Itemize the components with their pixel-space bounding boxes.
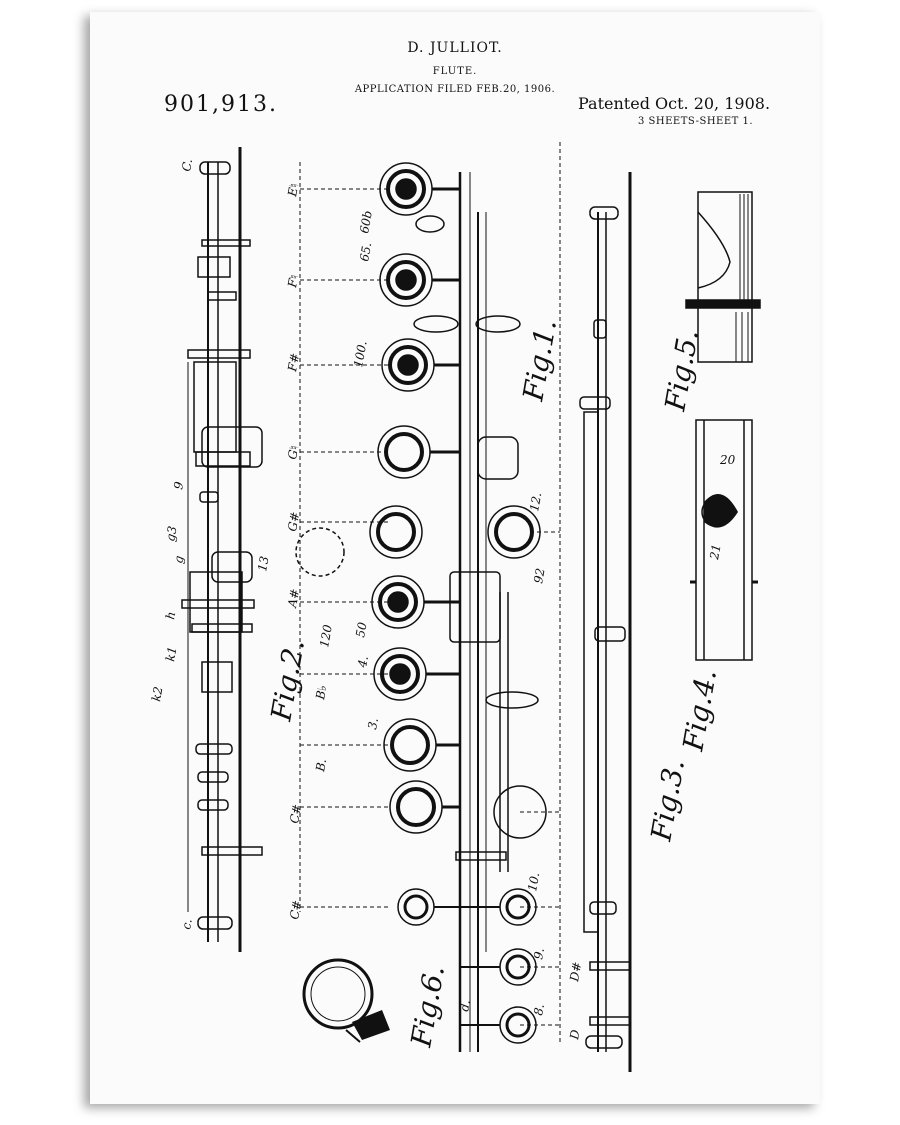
label-21: 21 <box>707 543 724 561</box>
fig6-caption: Fig.6. <box>404 963 451 1050</box>
label-c-bottom: c. <box>179 918 195 931</box>
label-g3: g3 <box>163 525 180 543</box>
label-13: 13 <box>255 555 272 573</box>
label-e-flat: E♮ <box>285 182 301 198</box>
label-k2: k2 <box>149 685 165 702</box>
label-f-sharp: F# <box>285 352 302 374</box>
fig1-caption: Fig.1. <box>516 317 563 404</box>
label-g: g <box>171 554 186 564</box>
patent-drawing: Fig.1. Fig.2. Fig.3. Fig.4. Fig.5. Fig.6… <box>149 142 761 1072</box>
fig5-caption: Fig.5. <box>658 327 705 414</box>
patent-poster: D. JULLIOT. FLUTE. APPLICATION FILED FEB… <box>90 12 820 1104</box>
label-h: h <box>163 610 178 620</box>
reference-labels: C. c. E♮ F♮ F# G♮ G# A# B♭ B. C# C# d. D… <box>149 158 735 1042</box>
label-b-flat: B♭ <box>313 684 329 702</box>
fig4-tube-cutaway <box>690 419 758 661</box>
label-f-flat: F♮ <box>285 274 301 290</box>
reference-lines <box>299 142 561 1042</box>
label-c-sharp: C# <box>287 803 304 824</box>
label-60b: 60b <box>357 209 375 234</box>
fig4-caption: Fig.4. <box>676 667 723 754</box>
label-20: 20 <box>719 453 736 467</box>
label-9: 9. <box>531 947 547 961</box>
figure-captions: Fig.1. Fig.2. Fig.3. Fig.4. Fig.5. Fig.6… <box>264 317 723 1050</box>
label-g-sharp: G# <box>285 511 302 533</box>
fig1-key-mechanism <box>295 162 547 1052</box>
label-4: 4. <box>355 655 371 670</box>
label-65: 65. <box>357 241 374 262</box>
label-d-sharp: D# <box>567 961 584 984</box>
label-g-nat: G♮ <box>285 444 301 460</box>
patent-title: FLUTE. <box>432 66 478 77</box>
application-filed-date: APPLICATION FILED FEB.20, 1906. <box>354 84 556 95</box>
fig3-side-view <box>579 172 632 1072</box>
label-100: 100. <box>351 340 369 369</box>
inventor-name: D. JULLIOT. <box>407 40 503 56</box>
label-k1: k1 <box>163 645 179 662</box>
patent-number: 901,913. <box>164 92 278 117</box>
fig2-caption: Fig.2. <box>264 637 311 724</box>
label-a-sharp: A# <box>285 588 302 610</box>
label-12: 12. <box>527 491 544 512</box>
label-c-top: C. <box>179 158 195 173</box>
label-92: 92 <box>531 567 547 584</box>
label-120: 120 <box>317 623 335 648</box>
label-9-left: 9 <box>171 480 186 490</box>
label-d-nat: D <box>567 1028 583 1041</box>
label-b-nat: B. <box>313 758 329 774</box>
fig5-tube-section <box>685 191 761 363</box>
fig2-side-view <box>181 147 263 952</box>
fig6-ring-key <box>302 958 390 1043</box>
label-10: 10. <box>525 871 542 892</box>
label-8: 8. <box>531 1003 547 1017</box>
label-50: 50 <box>353 621 370 639</box>
sheet-count: 3 SHEETS-SHEET 1. <box>638 116 754 127</box>
label-3: 3. <box>365 717 381 731</box>
label-d: d. <box>457 999 473 1013</box>
fig3-caption: Fig.3. <box>644 757 691 844</box>
label-c-sharp-lower: C# <box>287 899 304 920</box>
patented-date: Patented Oct. 20, 1908. <box>578 94 771 113</box>
